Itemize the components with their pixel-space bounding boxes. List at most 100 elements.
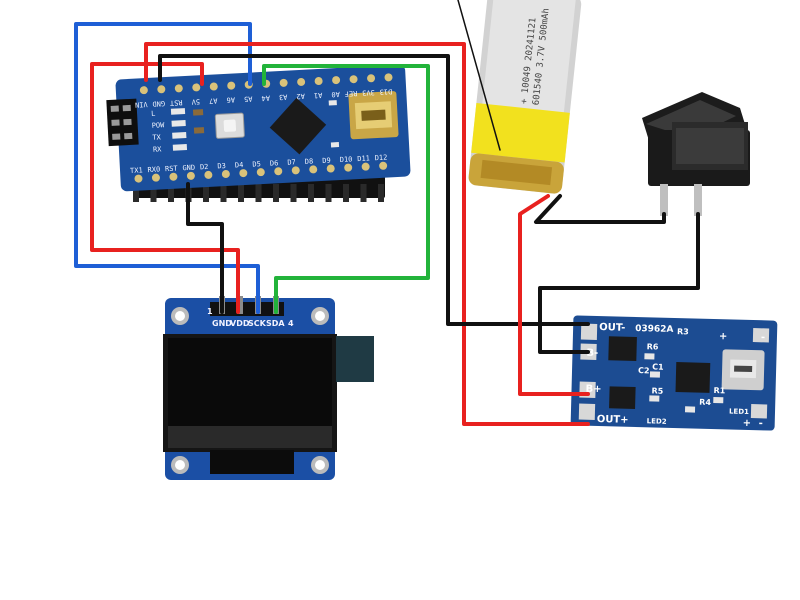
charger-label-bminus: B- (586, 348, 598, 359)
tp4056-charger-board: OUT- 03962A R3 B- B+ OUT+ R6 C1 C2 R5 R4… (570, 315, 778, 431)
wire-black-gnd-outminus (158, 54, 590, 326)
nano-top-label: D13 (379, 87, 392, 96)
nano-led-pow (171, 120, 186, 127)
nano-bottom-label: D8 (305, 157, 314, 165)
nano-bottom-hole (291, 166, 300, 175)
nano-top-hole (139, 86, 148, 95)
charger-ic-1 (608, 336, 637, 362)
nano-side-label: L (151, 110, 156, 118)
oled-pin-header (210, 302, 284, 316)
nano-bottom-pin (290, 184, 297, 202)
nano-bottom-hole (169, 172, 178, 181)
nano-bottom-hole (361, 162, 370, 171)
charger-ic-3 (675, 362, 711, 393)
charger-right-plus: + (743, 418, 752, 429)
battery-yellow-band (471, 102, 570, 163)
switch-terminal-left (660, 184, 668, 216)
switch-terminal-right (694, 184, 702, 216)
charger-part-r1: R1 (713, 386, 725, 395)
oled-pin-label: GND (212, 319, 232, 328)
nano-bottom-label: D5 (252, 160, 261, 168)
nano-top-hole (297, 77, 306, 86)
nano-top-label: A2 (296, 92, 305, 100)
nano-bottom-hole (134, 174, 143, 183)
oled-pin-label: SDA (266, 319, 285, 328)
nano-bottom-label: GND (182, 164, 195, 173)
oled-ribbon (336, 336, 374, 382)
nano-bottom-hole (204, 170, 213, 179)
nano-reset-button (214, 112, 245, 139)
nano-bottom-label: TX1 (130, 166, 143, 175)
atmega-chip (269, 97, 327, 155)
oled-pin-num-left: 1 (207, 307, 213, 316)
nano-top-hole (227, 81, 236, 90)
nano-pcb (115, 64, 411, 192)
nano-top-hole (384, 73, 393, 82)
nano-bottom-label: D10 (340, 155, 353, 164)
charger-label-bplus: B+ (585, 384, 601, 395)
nano-bottom-label: RX0 (147, 165, 160, 174)
nano-bottom-pin (220, 184, 227, 202)
nano-top-hole (279, 78, 288, 87)
nano-top-label: A5 (244, 95, 253, 103)
nano-bottom-hole (326, 164, 335, 173)
charger-label-outplus: OUT+ (597, 414, 629, 426)
nano-bottom-hole (186, 171, 195, 180)
nano-top-hole (349, 75, 358, 84)
wire-red-vin-outplus (144, 42, 590, 426)
nano-bottom-pin (325, 184, 332, 202)
oled-pin-label: SCK (248, 319, 267, 328)
nano-top-label: GND (152, 99, 165, 108)
nano-bottom-label: D11 (357, 154, 370, 163)
rocker-switch (642, 92, 750, 216)
nano-top-hole (332, 76, 341, 85)
nano-bottom-pin (273, 184, 279, 202)
wire-red-battery-bplus (518, 194, 590, 396)
charger-minus-label: - (759, 418, 763, 429)
nano-bottom-label: D12 (375, 154, 388, 163)
nano-bottom-label: D7 (287, 158, 296, 166)
icsp-header (106, 98, 139, 147)
nano-top-label: A0 (331, 90, 340, 98)
nano-bottom-hole (379, 161, 388, 170)
nano-bottom-pin (168, 184, 174, 202)
charger-right-minus: - (761, 332, 765, 343)
charger-plus-label: + (719, 331, 728, 342)
nano-bottom-pin (343, 184, 349, 202)
nano-bottom-pin (133, 184, 139, 202)
nano-top-hole (174, 84, 183, 93)
nano-bottom-hole (239, 169, 248, 178)
nano-bottom-pin (378, 184, 384, 202)
nano-bottom-label: D4 (235, 161, 244, 169)
nano-bottom-pin (308, 184, 314, 202)
nano-side-label: POW (152, 121, 166, 130)
nano-top-label: RST (169, 98, 183, 107)
nano-bottom-hole (309, 165, 318, 174)
charger-label-chip: 03962A (635, 324, 674, 335)
charger-label-r3: R3 (677, 327, 689, 336)
wire-black-battery-switch (534, 194, 666, 224)
nano-bottom-hole (344, 163, 353, 172)
mini-usb-connector (348, 91, 399, 140)
wire-red-vdd-5v (90, 62, 240, 314)
nano-bottom-label: D3 (217, 162, 226, 170)
nano-top-label: VIN (135, 100, 148, 109)
wire-green-sda (262, 64, 430, 314)
nano-bottom-pin (238, 184, 244, 202)
nano-bottom-label: D2 (200, 163, 209, 171)
wire-blue-sck (74, 22, 260, 314)
wire-black-oled-gnd (186, 182, 224, 314)
nano-top-hole (367, 74, 376, 83)
nano-top-hole (157, 85, 166, 94)
nano-top-label: 5V (191, 97, 201, 105)
charger-part-led1: LED1 (729, 407, 749, 416)
nano-top-hole (209, 82, 218, 91)
nano-bottom-hole (151, 173, 160, 182)
charger-part-r4: R4 (699, 398, 711, 407)
nano-side-label: RX (153, 145, 163, 153)
nano-bottom-label: RST (165, 164, 179, 173)
charger-part-led2: LED2 (647, 417, 667, 426)
nano-top-label: A1 (314, 91, 323, 99)
nano-bottom-hole (221, 170, 230, 179)
